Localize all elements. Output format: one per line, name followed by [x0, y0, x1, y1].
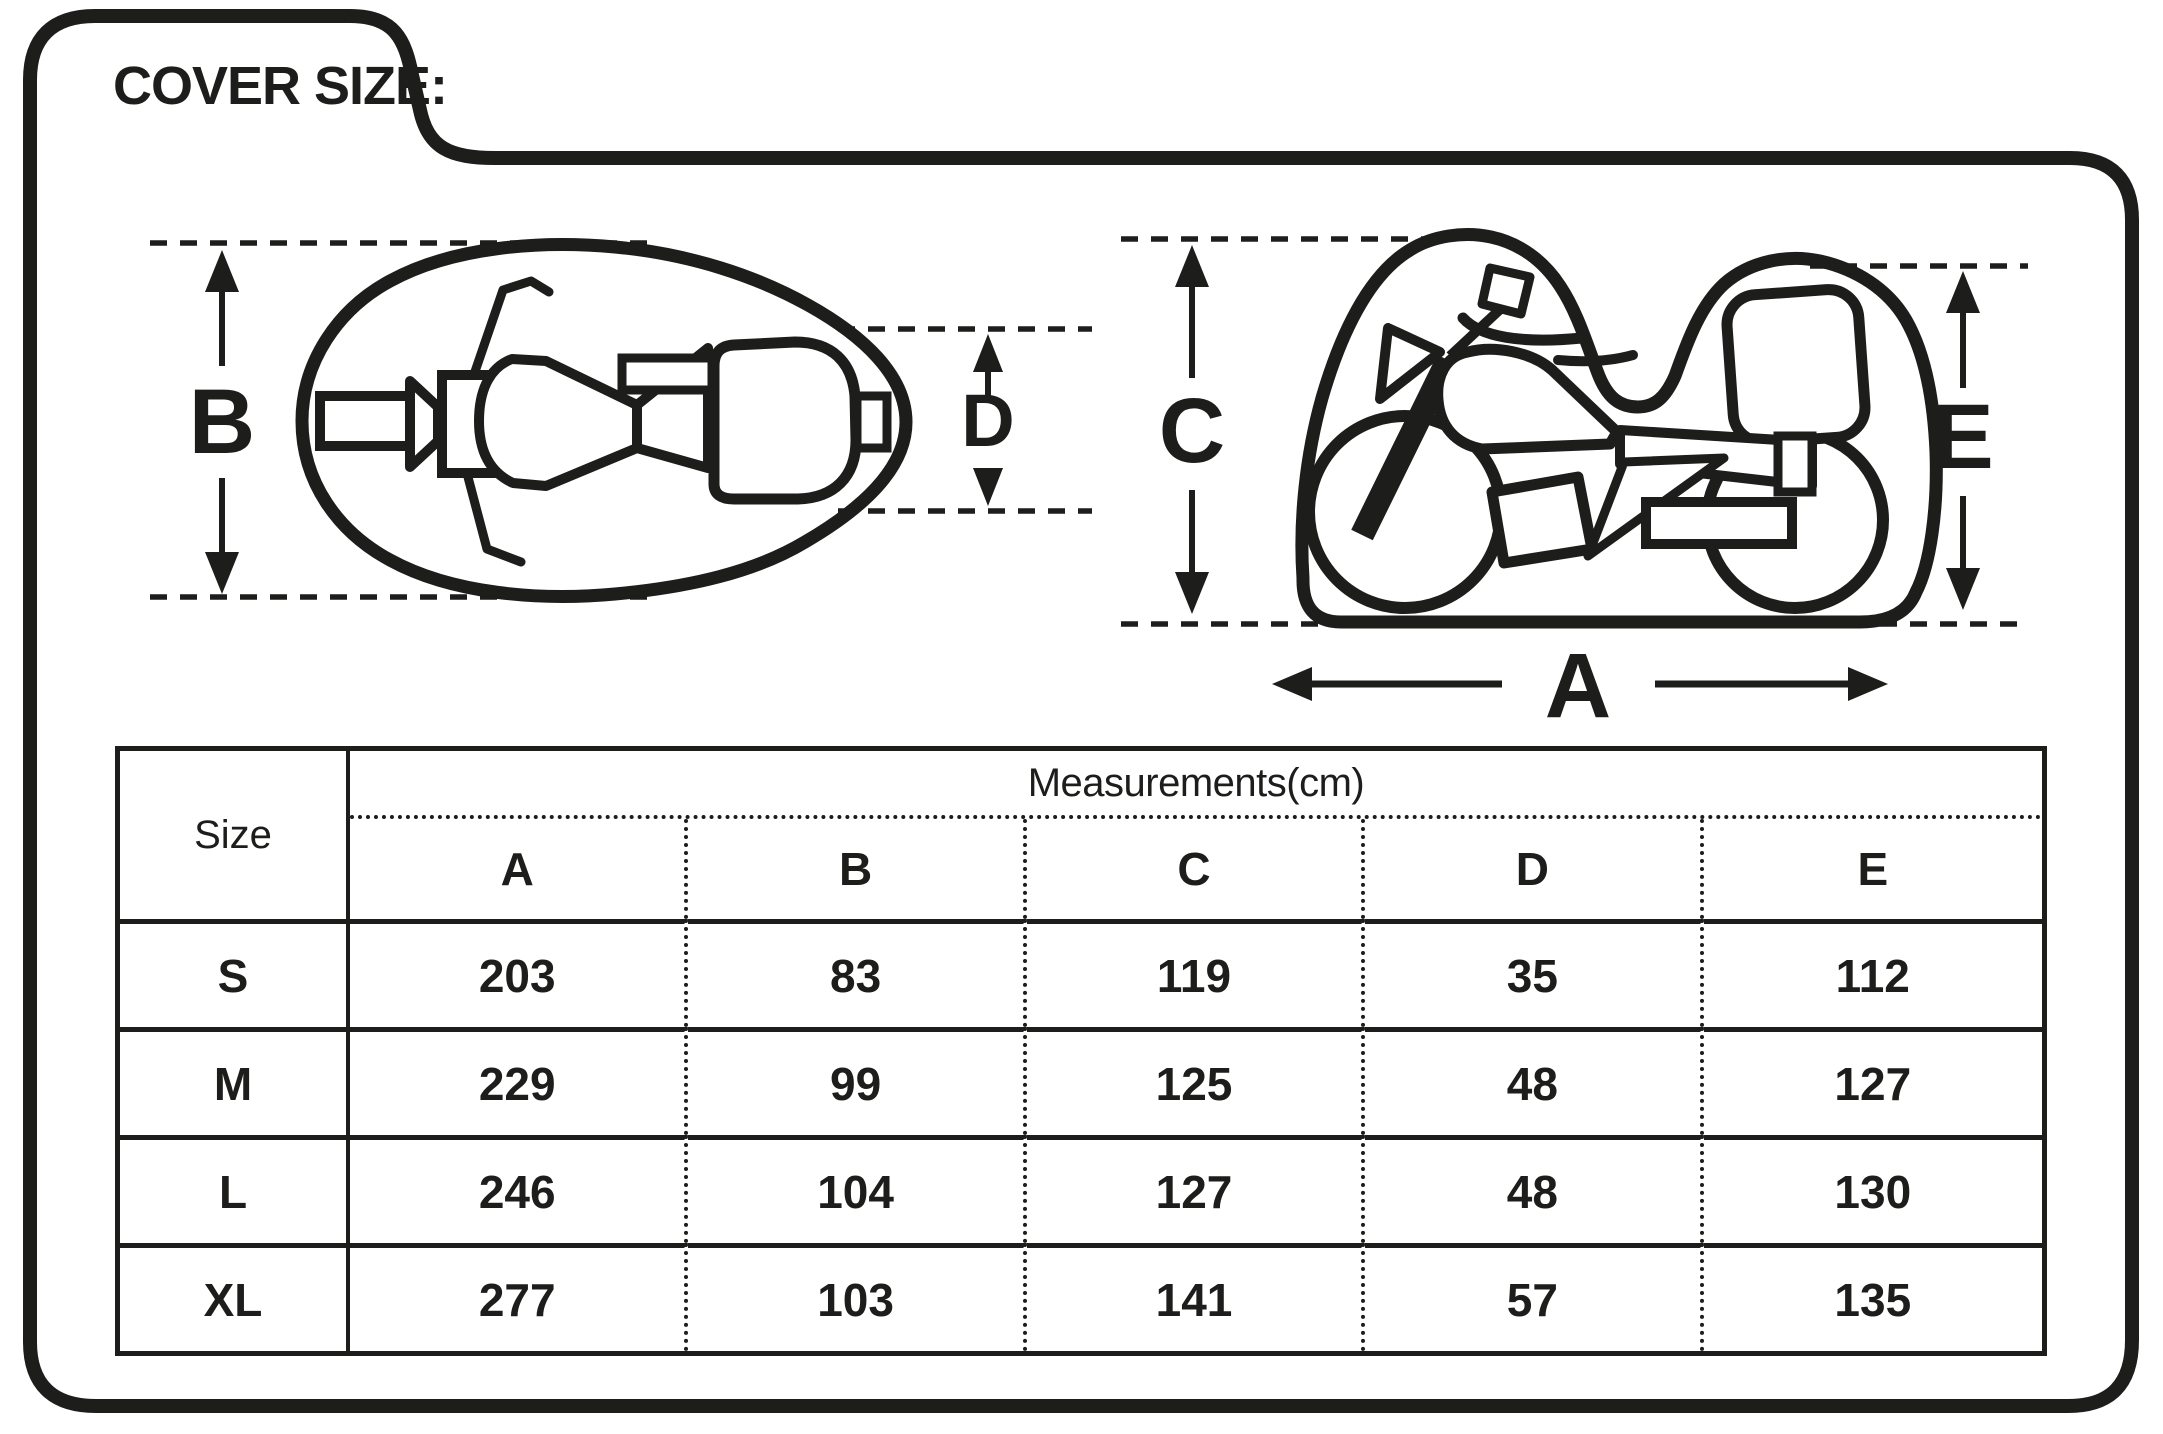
- front-wheel-top-view: [315, 391, 415, 451]
- size-column-header: Size: [120, 751, 350, 919]
- rear-top-case: [1721, 284, 1871, 448]
- dimension-b-label: B: [189, 371, 255, 473]
- column-header-e: E: [1857, 843, 1889, 895]
- dimension-a-arrow: [1272, 667, 1888, 701]
- size-table: Size Measurements(cm) A B C D E S 203 83…: [115, 746, 2047, 1356]
- mirror: [1477, 263, 1535, 319]
- page-title: COVER SIZE:: [113, 56, 447, 116]
- dimension-e-arrow: [1946, 271, 1980, 610]
- row-size-label: XL: [120, 1243, 350, 1351]
- cell-l-e: 130: [1703, 1135, 2042, 1243]
- outer-frame: [23, 9, 2139, 1413]
- dimension-a-label: A: [1545, 635, 1611, 737]
- dimension-b-arrow: [205, 250, 239, 594]
- cell-l-c: 127: [1026, 1135, 1366, 1243]
- row-size-label: S: [120, 919, 350, 1027]
- cell-l-b: 104: [688, 1135, 1027, 1243]
- cell-m-b: 99: [688, 1027, 1027, 1135]
- cell-l-d: 48: [1365, 1135, 1704, 1243]
- top-view-diagram: B D: [150, 238, 1092, 603]
- cell-s-e: 112: [1703, 919, 2042, 1027]
- row-size-label: L: [120, 1135, 350, 1243]
- cell-m-a: 229: [350, 1027, 689, 1135]
- cell-s-a: 203: [350, 919, 689, 1027]
- top-view-dashed-lines: [150, 240, 1092, 600]
- headlight-triangle: [1375, 323, 1445, 404]
- dimension-d-arrow: [973, 334, 1003, 506]
- cover-outline-top-view: [295, 238, 913, 603]
- dimension-c-arrow: [1175, 245, 1209, 614]
- fork-wedge-top-view: [405, 376, 443, 472]
- cell-m-c: 125: [1026, 1027, 1366, 1135]
- cell-m-e: 127: [1703, 1027, 2042, 1135]
- cell-s-c: 119: [1026, 919, 1366, 1027]
- rail-end-post: [1773, 431, 1817, 497]
- cowl-line: [1553, 350, 1638, 367]
- tail-block-top-view: [852, 391, 892, 453]
- row-size-label: M: [120, 1027, 350, 1135]
- dimension-d-label: D: [961, 379, 1014, 462]
- cell-xl-b: 103: [688, 1243, 1027, 1351]
- dimension-c-label: C: [1159, 380, 1225, 482]
- cell-m-d: 48: [1365, 1027, 1704, 1135]
- seat-top-view: [708, 336, 862, 505]
- cover-outline-side-view: [1295, 228, 1943, 629]
- column-header-a: A: [350, 819, 689, 919]
- side-panel-top-view: [617, 353, 717, 395]
- muffler: [1641, 497, 1797, 549]
- column-header-b: B: [688, 819, 1027, 919]
- tank-top-view: [474, 354, 642, 491]
- column-header-c: C: [1027, 819, 1366, 919]
- measurements-header: Measurements(cm): [350, 751, 2042, 819]
- cell-xl-e: 135: [1703, 1243, 2042, 1351]
- column-header-d: D: [1365, 819, 1704, 919]
- cell-s-b: 83: [688, 919, 1027, 1027]
- cell-xl-d: 57: [1365, 1243, 1704, 1351]
- fuel-tank: [1432, 343, 1623, 455]
- cell-l-a: 246: [350, 1135, 689, 1243]
- cell-s-d: 35: [1365, 919, 1704, 1027]
- cell-xl-a: 277: [350, 1243, 689, 1351]
- side-view-diagram: C E A: [1121, 228, 2028, 737]
- windshield-curve: [1457, 312, 1588, 346]
- cell-xl-c: 141: [1026, 1243, 1366, 1351]
- engine-fairing: [1486, 471, 1598, 569]
